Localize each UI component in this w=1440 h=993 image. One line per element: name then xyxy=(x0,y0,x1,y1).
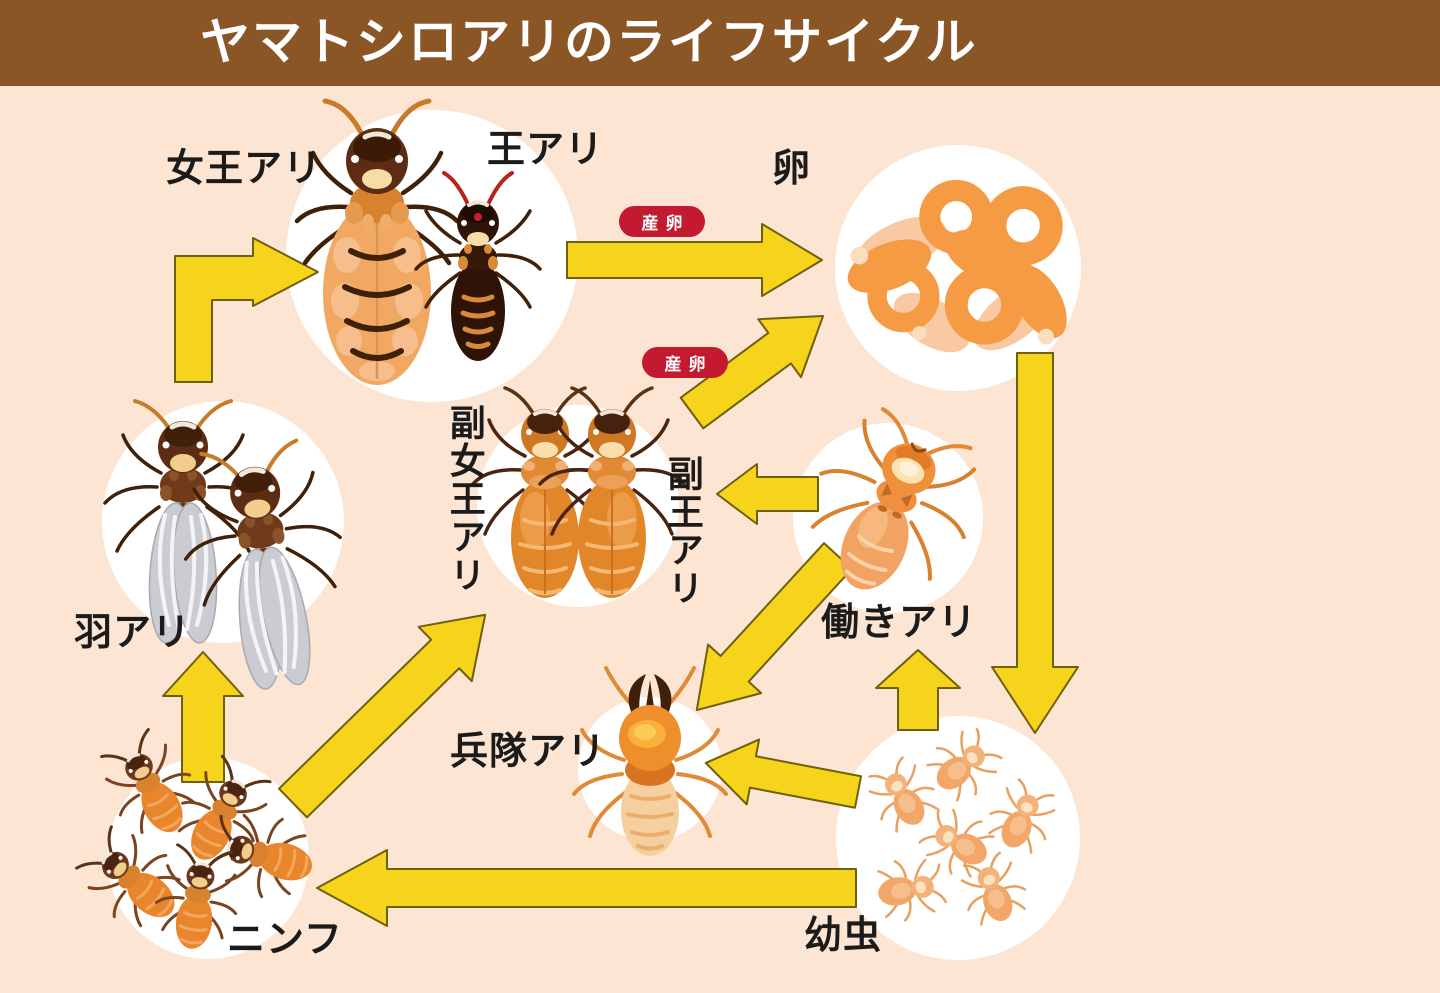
label-soldier: 兵隊アリ xyxy=(450,731,607,773)
arrow-royal-to-eggs xyxy=(566,223,823,297)
arrow-worker-to-soldier xyxy=(695,542,854,712)
arrow-alates-to-royal xyxy=(174,237,319,383)
label-worker: 働きアリ xyxy=(821,602,978,644)
arrow-nymphs-to-alates xyxy=(162,651,244,783)
arrow-eggs-to-larvae xyxy=(991,352,1079,734)
node-circle-secondary-pair xyxy=(477,405,679,607)
page-title: ヤマトシロアリのライフサイクル xyxy=(200,14,978,70)
label-secondary-king: 副王アリ xyxy=(662,455,704,607)
label-alates: 羽アリ xyxy=(74,612,192,654)
arrow-larvae-to-worker xyxy=(875,649,961,731)
eggs-illustration xyxy=(847,180,1067,353)
arrow-larvae-to-nymphs xyxy=(316,849,857,927)
arrow-worker-to-secondary xyxy=(716,463,819,525)
label-king: 王アリ xyxy=(487,129,605,171)
label-secondary-queen: 副女王アリ xyxy=(444,404,486,594)
spawn-badge-royal: 産卵 xyxy=(619,206,705,237)
label-eggs: 卵 xyxy=(772,148,812,190)
label-nymph: ニンフ xyxy=(227,919,343,961)
arrow-secondary-to-eggs xyxy=(679,315,825,430)
label-queen: 女王アリ xyxy=(166,148,323,190)
header: ヤマトシロアリのライフサイクル xyxy=(0,0,1440,86)
spawn-badge-secondary: 産卵 xyxy=(642,347,728,378)
arrow-nymphs-to-secondary xyxy=(278,613,487,819)
arrow-larvae-to-soldier xyxy=(704,738,862,809)
label-larva: 幼虫 xyxy=(804,915,883,957)
